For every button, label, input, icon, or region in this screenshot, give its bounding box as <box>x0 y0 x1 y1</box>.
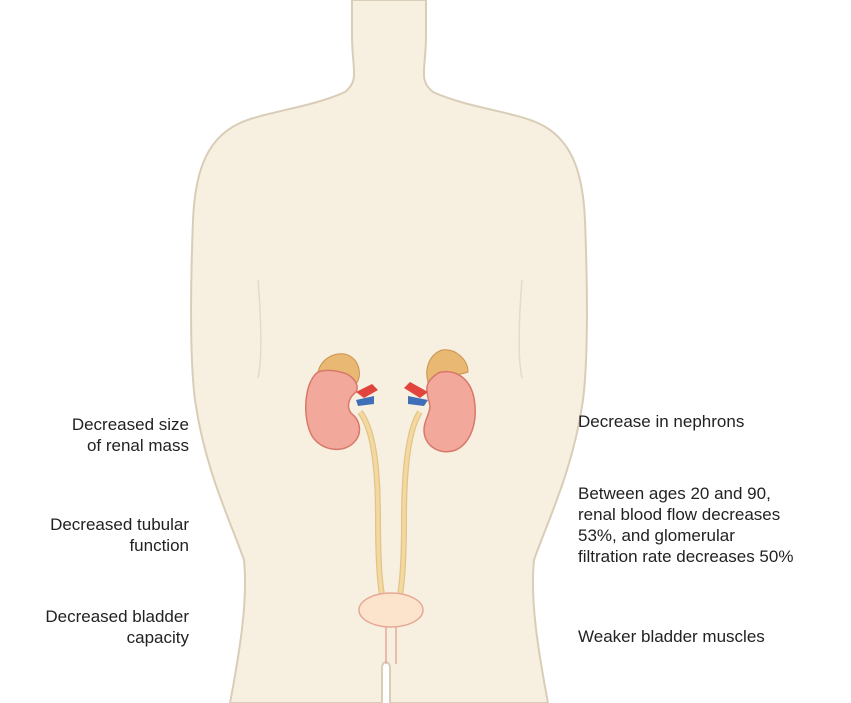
label-line: Decreased tubular <box>50 514 189 535</box>
label-line: capacity <box>45 627 189 648</box>
label-bladder-muscles: Weaker bladder muscles <box>578 626 765 647</box>
label-line: 53%, and glomerular <box>578 525 793 546</box>
label-line: function <box>50 535 189 556</box>
label-line: of renal mass <box>72 435 189 456</box>
bladder <box>359 593 423 627</box>
label-blood-flow: Between ages 20 and 90, renal blood flow… <box>578 483 793 567</box>
label-line: Decreased size <box>72 414 189 435</box>
label-line: Between ages 20 and 90, <box>578 483 793 504</box>
label-nephrons: Decrease in nephrons <box>578 411 744 432</box>
label-tubular-function: Decreased tubular function <box>50 514 189 556</box>
label-line: filtration rate decreases 50% <box>578 546 793 567</box>
right-kidney <box>424 372 475 452</box>
label-line: Weaker bladder muscles <box>578 626 765 647</box>
label-renal-mass: Decreased size of renal mass <box>72 414 189 456</box>
label-bladder-capacity: Decreased bladder capacity <box>45 606 189 648</box>
label-line: Decrease in nephrons <box>578 411 744 432</box>
label-line: Decreased bladder <box>45 606 189 627</box>
label-line: renal blood flow decreases <box>578 504 793 525</box>
